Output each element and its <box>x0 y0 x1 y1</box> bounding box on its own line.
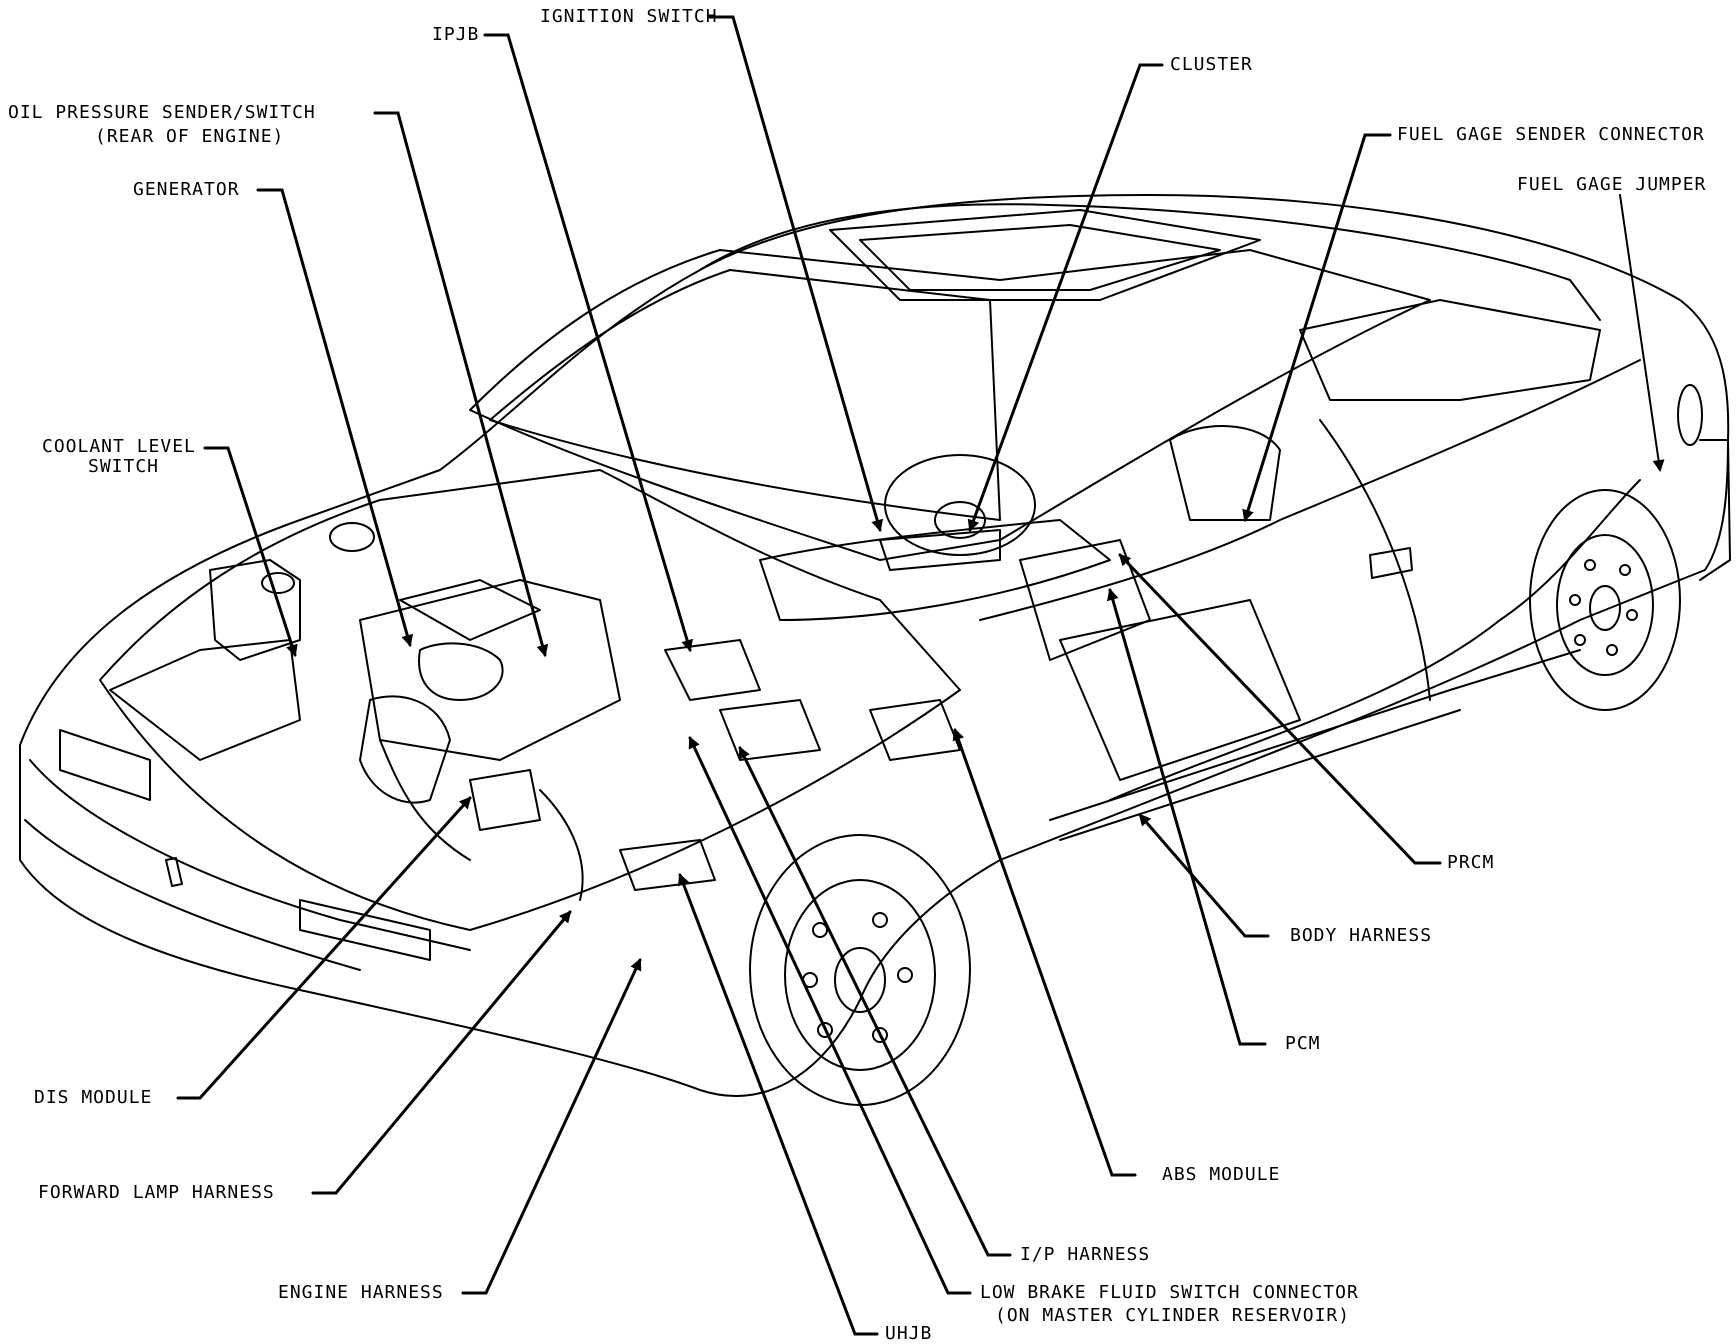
leader-oil-pressure <box>373 111 549 657</box>
coolant-reservoir <box>209 559 301 661</box>
abs-module-box <box>869 699 961 761</box>
front-badge <box>165 857 183 887</box>
door-handle <box>1369 547 1413 579</box>
label-forward-lamp-harness: FORWARD LAMP HARNESS <box>38 1182 275 1203</box>
label-body-harness: BODY HARNESS <box>1290 925 1433 946</box>
leader-body-harness <box>1138 813 1270 938</box>
body-harness-route-2 <box>979 359 1641 621</box>
roof-outline <box>699 203 1601 321</box>
leader-forward-lamp <box>311 910 572 1195</box>
label-dis-module: DIS MODULE <box>34 1087 153 1108</box>
windshield <box>469 249 1431 561</box>
ipjb-box <box>664 639 761 701</box>
steering-hub <box>934 501 986 539</box>
leader-ipjb <box>483 33 693 652</box>
label-ignition-switch: IGNITION SWITCH <box>540 6 718 27</box>
label-oil-pressure-line2: (REAR OF ENGINE) <box>95 126 285 147</box>
sunroof-inner <box>859 224 1221 291</box>
console <box>1019 539 1151 661</box>
leader-coolant-level <box>203 446 298 657</box>
headlamp-right <box>299 899 431 961</box>
leader-prcm <box>1118 553 1442 865</box>
seat-back <box>1169 425 1281 521</box>
coolant-cap <box>261 572 295 594</box>
sunroof <box>829 209 1261 301</box>
leader-dis-module <box>176 796 472 1100</box>
label-coolant-level-line1: COOLANT LEVEL <box>42 436 196 457</box>
leader-fuel-gage-jumper <box>1619 194 1665 472</box>
generator-body <box>418 642 504 701</box>
uhjb-box <box>619 839 716 891</box>
floor-pan <box>1059 599 1301 781</box>
hose-1 <box>379 739 471 861</box>
label-engine-harness: ENGINE HARNESS <box>278 1282 444 1303</box>
cluster-hood <box>879 529 1001 571</box>
label-uhjb: UHJB <box>885 1323 933 1344</box>
label-oil-pressure-line1: OIL PRESSURE SENDER/SWITCH <box>8 102 316 123</box>
front-wheel-rim <box>784 879 936 1071</box>
label-prcm: PRCM <box>1447 852 1495 873</box>
door-line <box>1319 419 1431 701</box>
front-bumper-2 <box>24 819 361 971</box>
air-cleaner <box>359 695 451 804</box>
front-bumper <box>29 759 471 951</box>
hood-opening <box>99 469 961 931</box>
hose-2 <box>539 789 584 901</box>
front-wheel-hub <box>834 947 886 1013</box>
label-cluster: CLUSTER <box>1170 54 1253 75</box>
label-generator: GENERATOR <box>133 179 240 200</box>
leader-low-brake <box>688 736 972 1295</box>
leader-engine-harness <box>461 958 642 1295</box>
label-low-brake-line2: (ON MASTER CYLINDER RESERVOIR) <box>995 1305 1351 1326</box>
rear-wheel-hub <box>1589 585 1621 631</box>
headlamp-left <box>59 729 151 801</box>
bay-cap <box>329 522 375 552</box>
label-coolant-level-line2: SWITCH <box>88 456 160 477</box>
dashboard <box>759 519 1111 621</box>
label-ip-harness: I/P HARNESS <box>1020 1244 1151 1265</box>
rear-lamp <box>1677 384 1703 446</box>
intake-manifold <box>399 579 541 641</box>
label-low-brake-line1: LOW BRAKE FLUID SWITCH CONNECTOR <box>980 1282 1359 1303</box>
leader-abs-module <box>952 728 1137 1177</box>
leader-fuel-gage-sender <box>1242 133 1392 522</box>
rear-window <box>1299 299 1601 401</box>
radiator-support <box>109 639 301 761</box>
brake-booster <box>719 699 821 761</box>
label-fuel-gage-jumper: FUEL GAGE JUMPER <box>1517 174 1707 195</box>
label-ipjb: IPJB <box>432 24 480 45</box>
leader-uhjb <box>677 873 879 1336</box>
leader-cluster <box>967 63 1164 532</box>
dis-module-box <box>469 769 541 831</box>
label-fuel-gage-sender-connector: FUEL GAGE SENDER CONNECTOR <box>1397 124 1705 145</box>
leader-pcm <box>1106 588 1267 1046</box>
side-sill-2 <box>1059 709 1461 841</box>
side-sill <box>1049 649 1581 821</box>
label-abs-module: ABS MODULE <box>1162 1164 1281 1185</box>
rear-wheel-outer <box>1529 489 1681 711</box>
leader-ip-harness <box>738 746 1012 1257</box>
body-harness-route <box>1109 479 1641 801</box>
steering-wheel <box>884 454 1036 556</box>
rear-quarter <box>1699 439 1731 581</box>
leader-ignition-switch <box>708 15 884 532</box>
rear-wheel-rim <box>1556 534 1654 676</box>
label-pcm: PCM <box>1285 1033 1321 1054</box>
leader-generator <box>256 188 414 647</box>
